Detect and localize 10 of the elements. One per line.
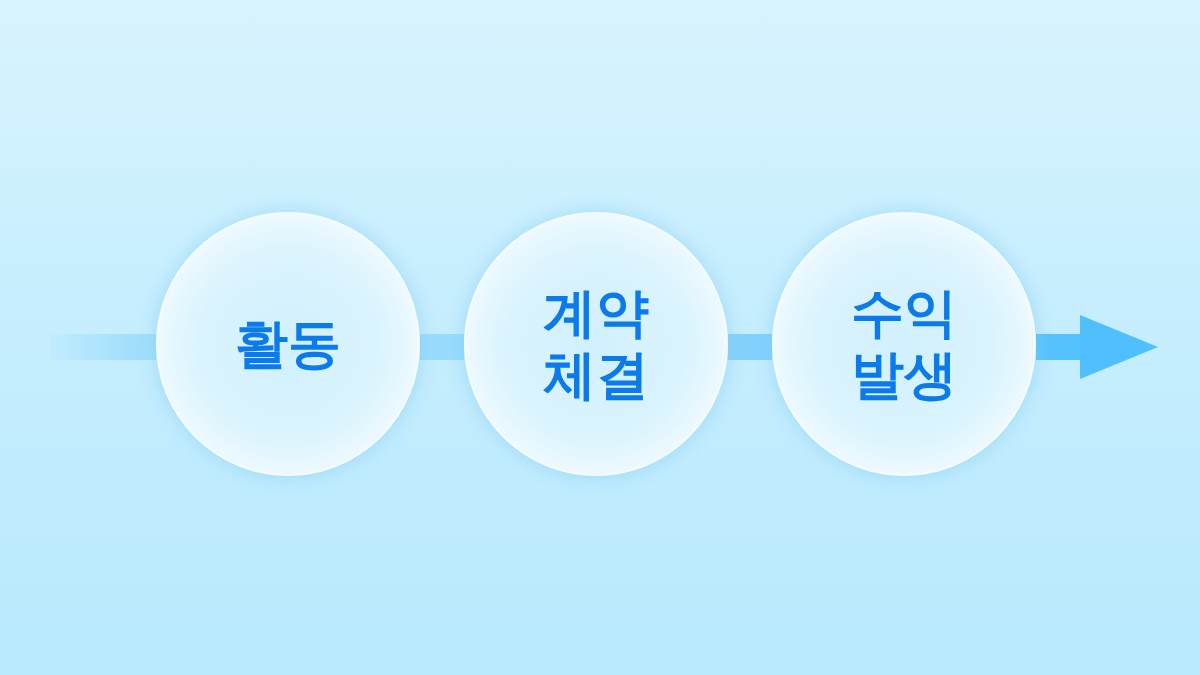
step-circle (156, 212, 420, 476)
arrow (1035, 315, 1158, 379)
connector-line (419, 334, 465, 360)
connector-line (727, 334, 773, 360)
step-label: 계약 체결 (543, 282, 649, 406)
step-label: 활동 (235, 313, 341, 375)
step-circle (772, 212, 1036, 476)
step-label: 수익 발생 (851, 282, 957, 406)
connector-line (50, 334, 157, 360)
step-circle (464, 212, 728, 476)
